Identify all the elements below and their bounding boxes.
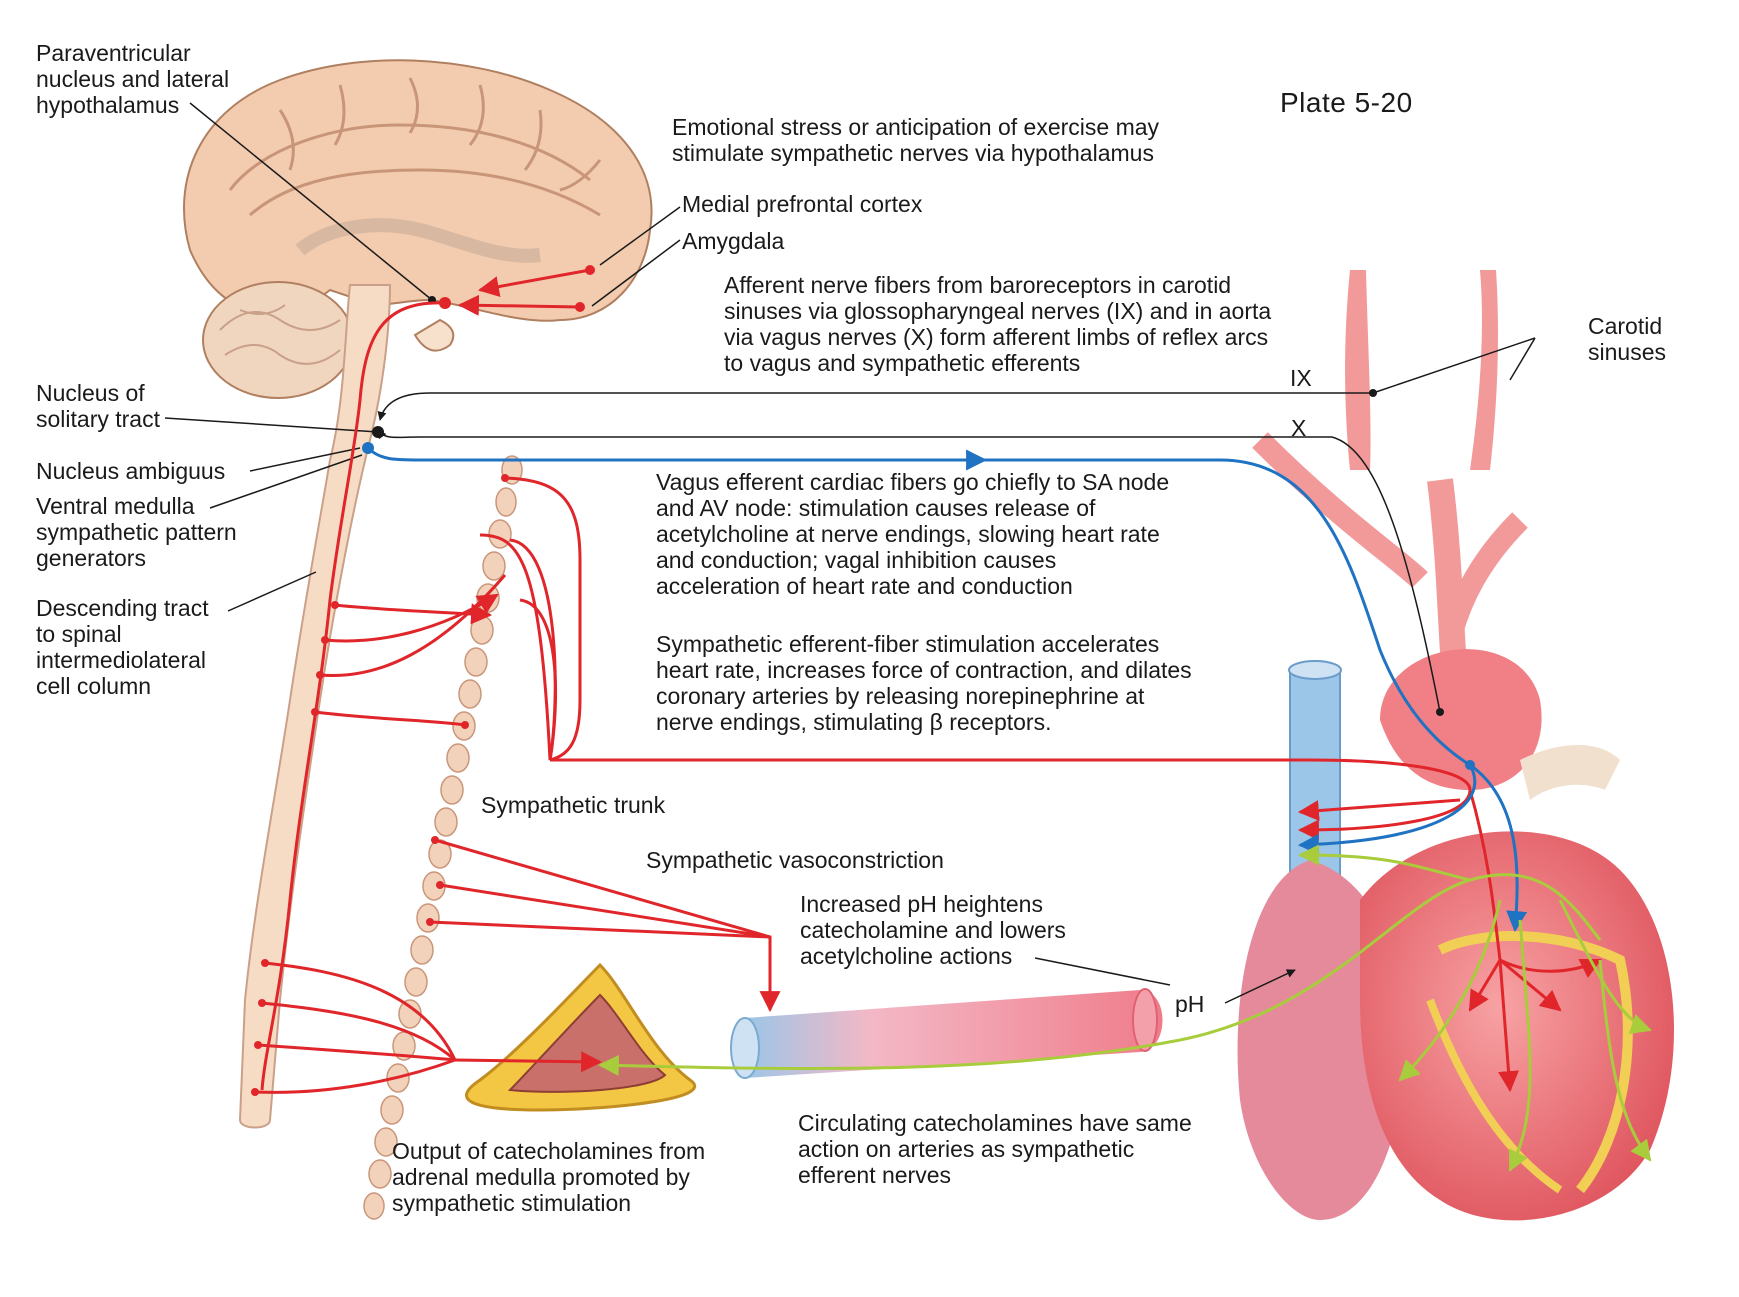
label-ventral-medulla: Ventral medulla sympathetic pattern gene…	[36, 493, 237, 571]
label-sympathetic-efferent: Sympathetic efferent-fiber stimulation a…	[656, 631, 1192, 735]
sympathetic-pathways	[254, 268, 1602, 1094]
label-ph: pH	[1175, 991, 1205, 1017]
label-emotional-stress: Emotional stress or anticipation of exer…	[672, 114, 1160, 166]
label-x: X	[1291, 415, 1307, 441]
label-sympathetic-vasoconstriction: Sympathetic vasoconstriction	[646, 847, 944, 873]
plate-number: Plate 5-20	[1280, 87, 1413, 118]
label-ph-effects: Increased pH heightens catecholamine and…	[800, 891, 1066, 969]
label-afferent-fibers: Afferent nerve fibers from baroreceptors…	[724, 272, 1272, 376]
vagal-efferent-path	[366, 446, 1528, 933]
label-vagus-efferent: Vagus efferent cardiac fibers go chiefly…	[656, 469, 1170, 599]
label-carotid-sinuses: Carotid sinuses	[1588, 313, 1666, 365]
label-amygdala: Amygdala	[682, 228, 785, 254]
afferent-fibers	[164, 102, 1536, 1004]
label-circulating-catecholamines: Circulating catecholamines have same act…	[798, 1110, 1192, 1188]
label-adrenal-output: Output of catecholamines from adrenal me…	[392, 1138, 706, 1216]
label-nucleus-solitary-tract: Nucleus of solitary tract	[36, 380, 160, 432]
adrenal-gland	[465, 962, 696, 1112]
humoral-path	[597, 844, 1652, 1172]
brain	[183, 59, 653, 399]
label-medial-prefrontal-cortex: Medial prefrontal cortex	[682, 191, 923, 217]
label-nucleus-ambiguus: Nucleus ambiguus	[36, 458, 226, 484]
label-descending-tract: Descending tract to spinal intermediolat…	[36, 595, 209, 699]
label-ix: IX	[1290, 365, 1312, 391]
heart	[1237, 270, 1674, 1221]
label-paraventricular-nucleus: Paraventricular nucleus and lateral hypo…	[36, 40, 230, 118]
artery-segment	[730, 988, 1163, 1079]
cerebellum	[202, 281, 354, 399]
aortic-arch	[1380, 649, 1542, 790]
label-sympathetic-trunk: Sympathetic trunk	[481, 792, 666, 818]
